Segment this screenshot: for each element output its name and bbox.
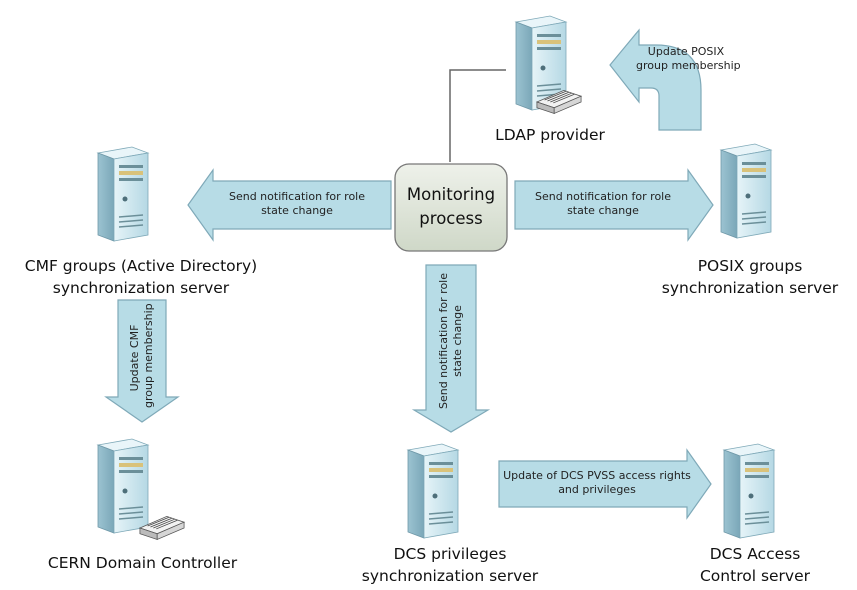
dcs-privileges-label-line-2: synchronization server bbox=[361, 567, 539, 585]
arrow-cmf-to-dc-line-1: Update CMF bbox=[128, 324, 141, 392]
cmf-label-line-2: synchronization server bbox=[52, 279, 230, 297]
arrow-to-posix-line-1: Send notification for role bbox=[534, 190, 671, 203]
dcs-access-label-line-1: DCS Access bbox=[709, 545, 801, 563]
arrow-to-posix-label: Send notification for role state change bbox=[513, 190, 693, 218]
dcs-privileges-label-line-1: DCS privileges bbox=[393, 545, 507, 563]
arrow-to-dcs-line-1: Send notification for role bbox=[437, 273, 450, 410]
arrow-to-cmf-line-2: state change bbox=[261, 204, 333, 217]
arrow-to-dcs[interactable] bbox=[411, 264, 491, 433]
hub-line-1: Monitoring bbox=[406, 185, 496, 204]
dcs-privileges-label: DCS privileges synchronization server bbox=[345, 543, 555, 587]
arrow-to-dcs-line-2: state change bbox=[451, 305, 464, 377]
domain-controller-label-line-1: CERN Domain Controller bbox=[47, 554, 238, 572]
arrow-dcs-to-access-line-1: Update of DCS PVSS access rights bbox=[503, 469, 691, 482]
arrow-cmf-to-dc-label: Update CMF group membership bbox=[128, 303, 156, 408]
arrow-to-posix-line-2: state change bbox=[567, 204, 639, 217]
arrow-dcs-to-access[interactable] bbox=[498, 448, 712, 520]
domain-controller-label: CERN Domain Controller bbox=[10, 552, 275, 574]
monitoring-process-label: Monitoring process bbox=[395, 183, 507, 231]
arrow-to-cmf-line-1: Send notification for role bbox=[228, 190, 365, 203]
posix-label-line-1: POSIX groups bbox=[697, 257, 803, 275]
arrow-dcs-to-access-line-2: and privileges bbox=[558, 483, 636, 496]
arrow-to-posix[interactable] bbox=[514, 168, 714, 242]
dcs-privileges-server-icon bbox=[407, 443, 459, 539]
posix-label: POSIX groups synchronization server bbox=[645, 255, 855, 299]
monitoring-process-box[interactable] bbox=[394, 163, 508, 252]
ldap-label: LDAP provider bbox=[470, 124, 630, 146]
cmf-label-line-1: CMF groups (Active Directory) bbox=[24, 257, 258, 275]
posix-server-icon bbox=[720, 143, 772, 239]
arrow-cmf-to-dc[interactable] bbox=[104, 299, 180, 423]
arrow-cmf-to-dc-line-2: group membership bbox=[142, 303, 155, 408]
arrow-posix-to-ldap-line-1: Update POSIX bbox=[647, 45, 725, 58]
arrow-posix-to-ldap-label: Update POSIX group membership bbox=[636, 45, 741, 73]
cmf-label: CMF groups (Active Directory) synchroniz… bbox=[0, 255, 282, 299]
arrow-posix-to-ldap[interactable] bbox=[609, 28, 702, 131]
arrow-dcs-to-access-label: Update of DCS PVSS access rights and pri… bbox=[497, 469, 697, 497]
dcs-access-label-line-2: Control server bbox=[699, 567, 811, 585]
arrow-posix-to-ldap-line-2: group membership bbox=[636, 59, 741, 72]
dcs-access-label: DCS Access Control server bbox=[675, 543, 835, 587]
cmf-server-icon bbox=[97, 146, 149, 242]
arrow-to-dcs-label: Send notification for role state change bbox=[437, 271, 465, 411]
domain-controller-server-icon bbox=[97, 438, 149, 534]
ldap-label-line-1: LDAP provider bbox=[495, 126, 605, 144]
hub-line-2: process bbox=[419, 209, 483, 228]
arrow-to-cmf-label: Send notification for role state change bbox=[207, 190, 387, 218]
posix-label-line-2: synchronization server bbox=[661, 279, 839, 297]
arrow-to-cmf[interactable] bbox=[187, 168, 392, 242]
hub-ldap-connector bbox=[449, 69, 506, 162]
dcs-access-server-icon bbox=[723, 443, 775, 539]
